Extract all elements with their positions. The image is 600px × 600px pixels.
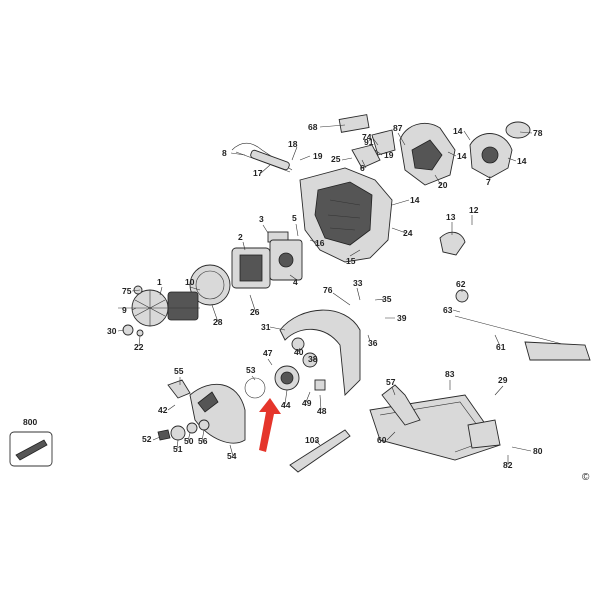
cord-guard xyxy=(250,149,290,171)
label-14a: 14 xyxy=(453,126,463,136)
fan-baffle xyxy=(189,264,231,306)
label-16: 16 xyxy=(315,238,325,248)
label-51: 51 xyxy=(173,444,183,454)
handle-cover xyxy=(399,122,456,186)
label-31: 31 xyxy=(261,322,271,332)
label-50: 50 xyxy=(184,436,194,446)
label-68: 68 xyxy=(308,122,318,132)
label-19b: 19 xyxy=(384,150,394,160)
lower-blade-guard xyxy=(189,383,246,444)
label-42: 42 xyxy=(158,405,168,415)
label-35: 35 xyxy=(382,294,392,304)
label-13: 13 xyxy=(446,212,456,222)
label-24: 24 xyxy=(403,228,413,238)
part-labels: 68 74 87 14 78 91 18 19 8 25 19 14 14 6 … xyxy=(23,122,590,483)
label-5: 5 xyxy=(292,213,297,223)
label-78: 78 xyxy=(533,128,543,138)
label-76: 76 xyxy=(323,285,333,295)
upper-blade-guard xyxy=(279,309,361,396)
spindle-bearing xyxy=(291,337,305,351)
label-22: 22 xyxy=(134,342,144,352)
label-87: 87 xyxy=(393,123,403,133)
label-1: 1 xyxy=(157,277,162,287)
label-30: 30 xyxy=(107,326,117,336)
label-54: 54 xyxy=(227,451,237,461)
retaining-ring xyxy=(244,377,266,399)
label-61: 61 xyxy=(496,342,506,352)
label-14b: 14 xyxy=(457,151,467,161)
label-15: 15 xyxy=(346,256,356,266)
service-kit-box xyxy=(9,431,53,467)
brush-cap xyxy=(439,231,466,256)
label-9: 9 xyxy=(122,305,127,315)
label-80: 80 xyxy=(533,446,543,456)
label-26: 26 xyxy=(250,307,260,317)
label-47: 47 xyxy=(263,348,273,358)
label-57: 57 xyxy=(386,377,396,387)
highlight-arrow xyxy=(259,398,281,452)
label-3: 3 xyxy=(259,214,264,224)
label-60: 60 xyxy=(377,435,387,445)
label-74: 74 xyxy=(362,132,372,142)
copyright-mark: © xyxy=(582,472,590,483)
label-55: 55 xyxy=(174,366,184,376)
armature xyxy=(118,289,200,327)
label-40: 40 xyxy=(294,347,304,357)
label-18: 18 xyxy=(288,139,298,149)
brush-holder xyxy=(269,239,303,281)
label-83: 83 xyxy=(445,369,455,379)
label-63: 63 xyxy=(443,305,453,315)
label-103: 103 xyxy=(305,435,319,445)
fan-cover xyxy=(469,121,531,179)
base-shoe xyxy=(369,384,501,461)
leader-lines xyxy=(117,124,533,465)
gear-case xyxy=(274,352,326,391)
label-36: 36 xyxy=(368,338,378,348)
label-91: 91 xyxy=(364,137,374,147)
label-4: 4 xyxy=(293,277,298,287)
label-48: 48 xyxy=(317,406,327,416)
label-29: 29 xyxy=(498,375,508,385)
label-2: 2 xyxy=(238,232,243,242)
label-800: 800 xyxy=(23,417,37,427)
field-stator xyxy=(231,231,289,289)
label-19a: 19 xyxy=(313,151,323,161)
guard-lever xyxy=(167,379,191,399)
switch-assembly xyxy=(338,114,396,169)
label-17: 17 xyxy=(253,168,263,178)
label-62: 62 xyxy=(456,279,466,289)
label-52: 52 xyxy=(142,434,152,444)
label-14c: 14 xyxy=(517,156,527,166)
label-38: 38 xyxy=(308,354,318,364)
label-75: 75 xyxy=(122,286,132,296)
label-25: 25 xyxy=(331,154,341,164)
label-33: 33 xyxy=(353,278,363,288)
label-20: 20 xyxy=(438,180,448,190)
rip-fence xyxy=(454,289,591,361)
label-56: 56 xyxy=(198,436,208,446)
bevel-bracket xyxy=(467,419,501,449)
label-39: 39 xyxy=(397,313,407,323)
label-44: 44 xyxy=(281,400,291,410)
label-7: 7 xyxy=(486,177,491,187)
motor-housing xyxy=(299,167,393,263)
depth-lever xyxy=(289,429,351,473)
blade-clamp-washers xyxy=(157,419,210,441)
label-49: 49 xyxy=(302,398,312,408)
label-53: 53 xyxy=(246,365,256,375)
label-14d: 14 xyxy=(410,195,420,205)
label-8: 8 xyxy=(222,148,227,158)
label-10: 10 xyxy=(185,277,195,287)
label-12: 12 xyxy=(469,205,479,215)
label-6: 6 xyxy=(360,163,365,173)
